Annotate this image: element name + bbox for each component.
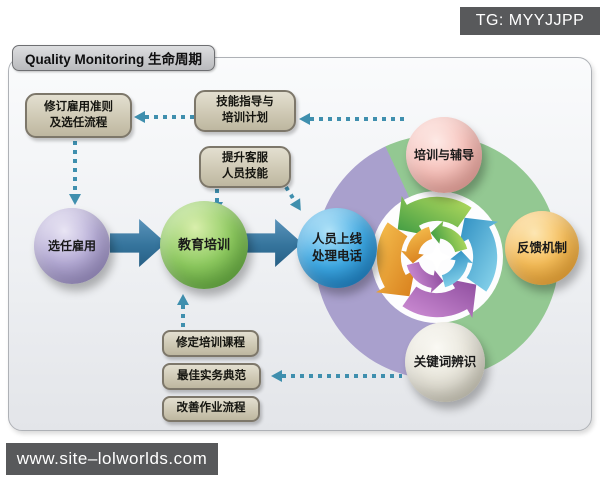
panel-title-tab: Quality Monitoring 生命周期 xyxy=(12,45,215,71)
cycle-arrows-icon xyxy=(375,195,499,319)
watermark-bottom-left-text: www.site–lolworlds.com xyxy=(16,449,208,468)
sphere-education-training: 教育培训 xyxy=(160,201,248,289)
sphere-label-line: 选任雇用 xyxy=(47,238,96,253)
page-title: Quality Monitoring 生命周期 xyxy=(25,52,202,67)
box-label-line: 提升客服 xyxy=(222,152,268,165)
arrowhead-icon xyxy=(299,113,310,125)
box-label-line: 修订雇用准则 xyxy=(44,100,113,113)
sphere-keyword-recognition: 关键词辨识 xyxy=(405,322,485,402)
box-label-line: 及选任流程 xyxy=(49,116,108,129)
box-skill-coaching-plan: 技能指导与 培训计划 xyxy=(194,90,296,132)
box-label-line: 改善作业流程 xyxy=(176,402,246,415)
sphere-training-coaching: 培训与辅导 xyxy=(406,117,482,193)
box-label-line: 技能指导与 xyxy=(216,96,274,109)
sphere-label-line: 教育培训 xyxy=(177,237,230,253)
sphere-label-line: 关键词辨识 xyxy=(413,354,477,369)
dotted-arrow-left-icon xyxy=(299,113,409,125)
sphere-feedback-mechanism: 反馈机制 xyxy=(505,211,579,285)
watermark-bottom-left: www.site–lolworlds.com xyxy=(6,443,218,475)
sphere-label-line: 培训与辅导 xyxy=(413,147,474,162)
arrowhead-icon xyxy=(177,294,189,305)
box-revise-training-course: 修定培训课程 xyxy=(162,330,259,357)
box-label-line: 修定培训课程 xyxy=(176,336,245,349)
box-improve-work-process: 改善作业流程 xyxy=(162,396,260,422)
box-label-line: 最佳实务典范 xyxy=(177,369,246,382)
box-label-line: 培训计划 xyxy=(222,112,268,124)
box-best-practice: 最佳实务典范 xyxy=(162,363,261,390)
watermark-top-right: TG: MYYJJPP xyxy=(460,7,600,35)
box-improve-agent-skill: 提升客服 人员技能 xyxy=(199,146,291,188)
box-label-line: 人员技能 xyxy=(222,168,268,180)
arrowhead-icon xyxy=(271,370,282,382)
sphere-selection-hiring: 选任雇用 xyxy=(34,208,110,284)
dotted-arrow-up-icon xyxy=(177,294,189,330)
dotted-arrow-down-icon xyxy=(69,141,81,205)
sphere-label-line: 处理电话 xyxy=(311,249,362,263)
cycle-center-star xyxy=(423,243,451,271)
sphere-label-line: 反馈机制 xyxy=(516,240,567,255)
sphere-agent-online: 人员上线 处理电话 xyxy=(297,208,377,288)
arrowhead-icon xyxy=(134,111,145,123)
box-revise-hiring-criteria: 修订雇用准则 及选任流程 xyxy=(25,93,132,138)
dotted-arrow-left-icon xyxy=(134,111,194,123)
dotted-arrow-left-icon xyxy=(271,370,402,382)
sphere-label-line: 人员上线 xyxy=(311,232,362,247)
watermark-top-right-text: TG: MYYJJPP xyxy=(475,12,585,29)
arrowhead-icon xyxy=(69,194,81,205)
